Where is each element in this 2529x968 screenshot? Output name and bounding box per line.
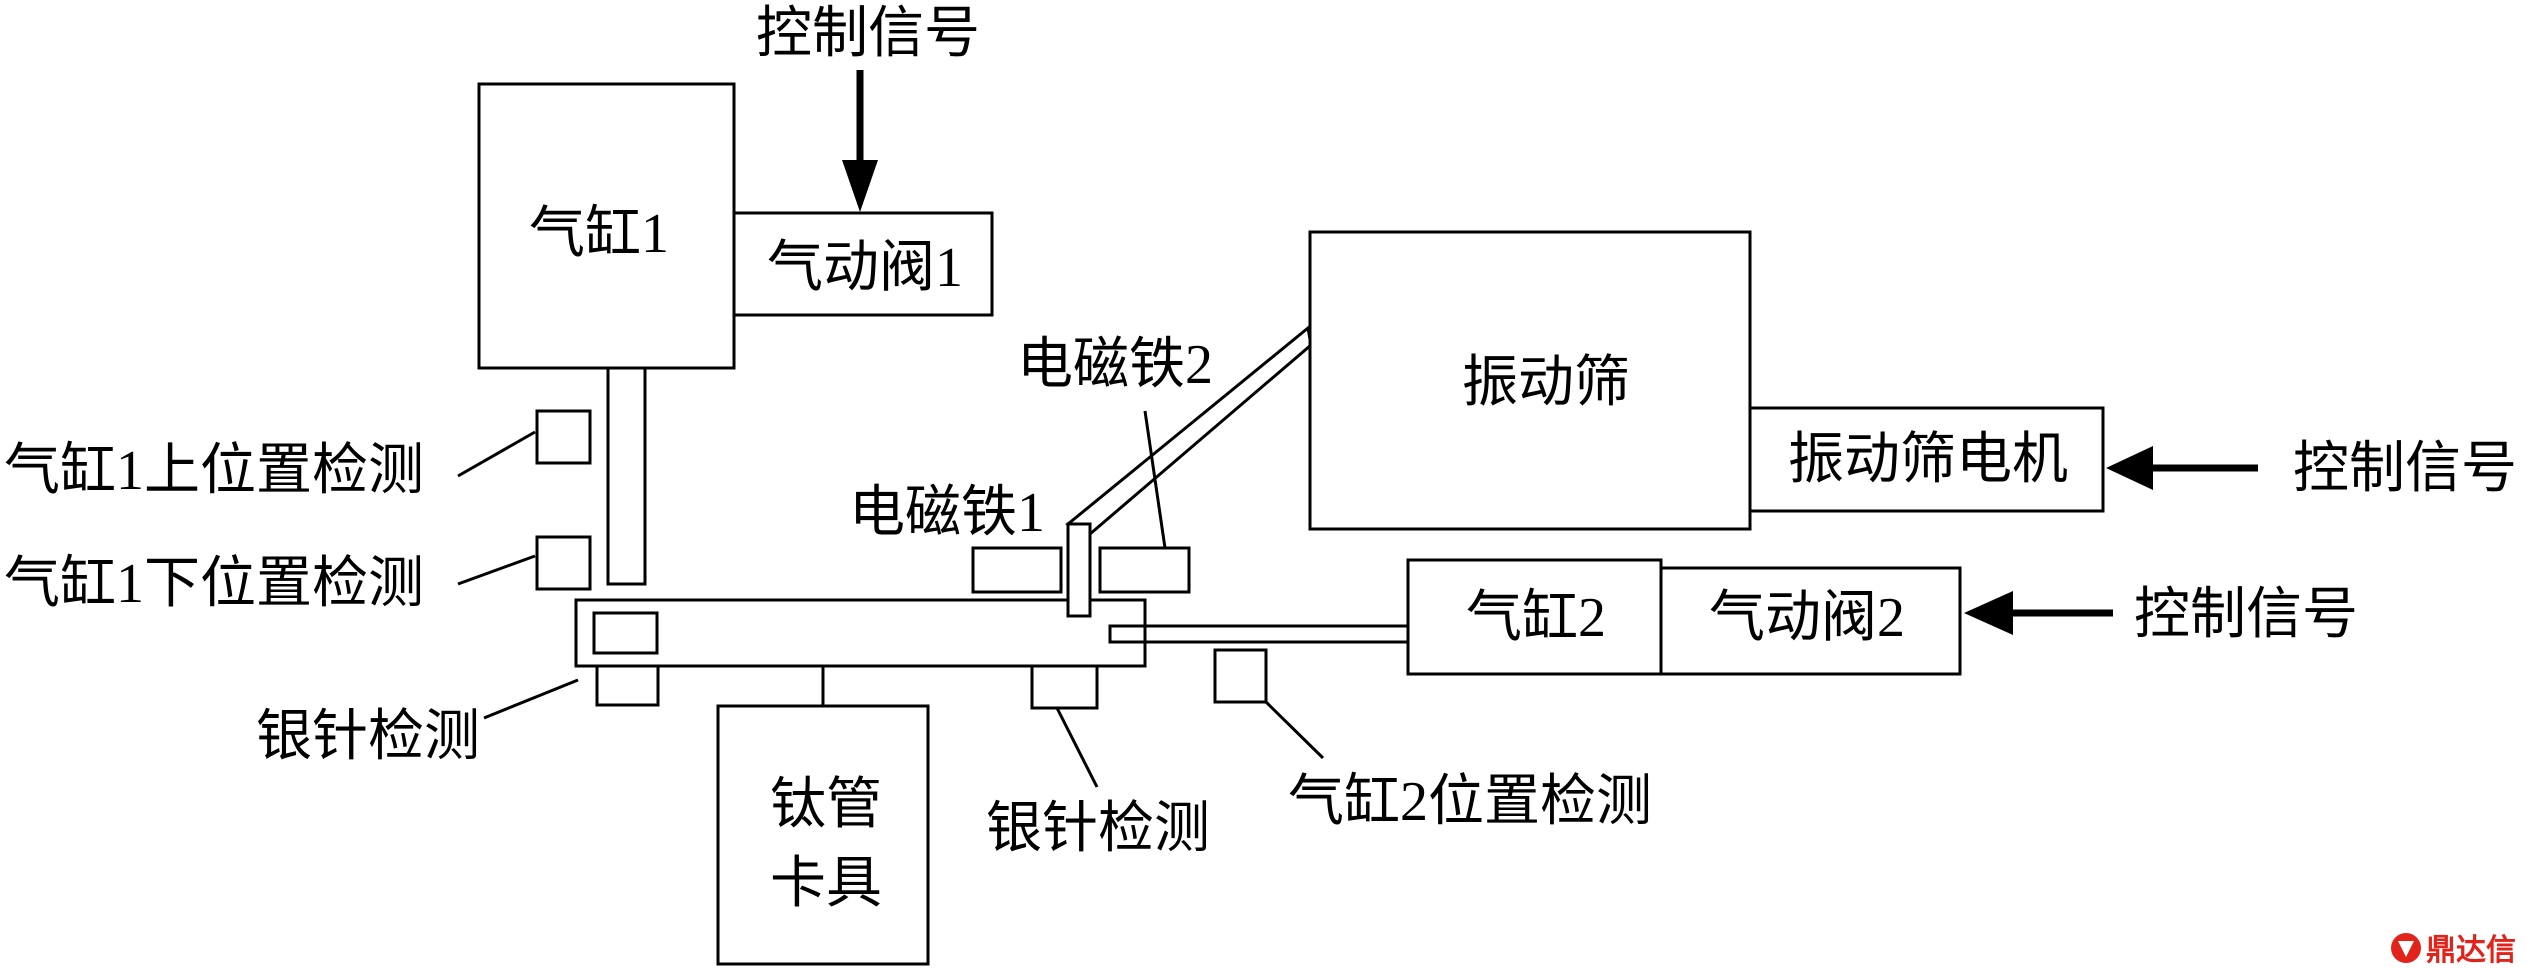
cylinder1-upper-sensor-label: 气缸1上位置检测 [4, 440, 424, 502]
silver-needle-right-label: 银针检测 [986, 798, 1210, 860]
electromagnet2 [1098, 546, 1191, 594]
plate-hole [592, 611, 659, 655]
vibrating-screen [1308, 230, 1752, 531]
watermark-logo-icon [2391, 933, 2421, 963]
fixture-label-line2: 卡具 [770, 853, 882, 915]
electromagnet1-label: 电磁铁1 [849, 482, 1045, 544]
valve2-block [1659, 566, 1962, 676]
control-signal-valve1-label: 控制信号 [756, 3, 980, 65]
control-signal-valve1-arrow [842, 70, 878, 212]
fixture-label-line1: 钛管 [770, 774, 882, 836]
silver-needle-right-leader [1055, 707, 1099, 788]
sliding-plate [574, 598, 1147, 668]
cylinder1-lower-sensor [535, 535, 592, 591]
titanium-tube-fixture [716, 704, 930, 966]
watermark: 鼎达信 [2391, 933, 2516, 967]
vibrating-screen-label: 振动筛 [1462, 352, 1630, 414]
valve2-label: 气动阀2 [1709, 587, 1905, 649]
cylinder1-block [477, 82, 736, 370]
control-signal-valve2-arrow [1964, 591, 2113, 635]
cylinder2-block [1406, 558, 1663, 676]
cylinder1-label: 气缸1 [529, 203, 669, 265]
cylinder2-sensor-leader [1264, 700, 1325, 760]
valve1-label: 气动阀1 [767, 237, 963, 299]
cylinder1-lower-sensor-label: 气缸1下位置检测 [4, 553, 424, 615]
control-signal-motor-arrow [2106, 446, 2258, 490]
silver-needle-left-label: 银针检测 [256, 706, 480, 768]
cylinder1-lower-sensor-leader [457, 554, 536, 586]
watermark-text: 鼎达信 [2426, 934, 2516, 967]
cylinder2-position-sensor [1213, 648, 1268, 704]
electromagnet1 [971, 546, 1063, 594]
screen-arm-vertical [1066, 522, 1092, 618]
cylinder1-upper-sensor-leader [457, 430, 536, 478]
valve1-block [732, 211, 994, 317]
control-signal-motor-label: 控制信号 [2293, 438, 2517, 500]
electromagnet2-label: 电磁铁2 [1017, 334, 1213, 396]
cylinder1-upper-sensor [535, 409, 592, 465]
cylinder1-rod [606, 366, 647, 586]
electromagnet2-leader [1143, 410, 1167, 549]
silver-needle-sensor-right [1030, 664, 1099, 710]
cylinder2-position-sensor-label: 气缸2位置检测 [1288, 771, 1652, 833]
silver-needle-left-leader [483, 678, 579, 720]
vibrating-screen-motor [1748, 406, 2105, 513]
silver-needle-sensor-left [595, 664, 660, 707]
control-signal-valve2-label: 控制信号 [2134, 584, 2358, 646]
cylinder2-label: 气缸2 [1466, 587, 1606, 649]
vibrating-screen-motor-label: 振动筛电机 [1788, 429, 2068, 491]
